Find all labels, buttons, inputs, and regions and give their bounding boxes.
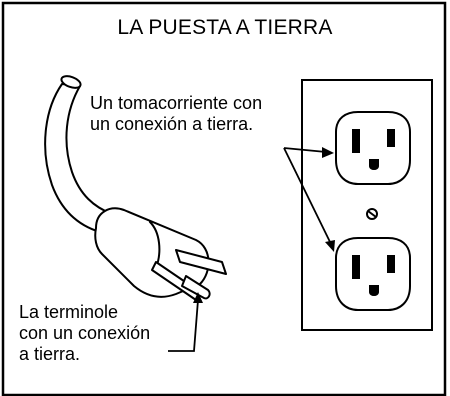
ground-hole-top bbox=[369, 159, 379, 170]
plug-label-line-3: a tierra. bbox=[19, 344, 81, 364]
plug-ground-pin bbox=[181, 275, 211, 300]
arrow-to-top-receptacle bbox=[283, 147, 327, 153]
plug-label: La terminole con un conexión a tierra. bbox=[19, 302, 150, 365]
slot-right-bottom bbox=[387, 255, 395, 273]
diagram-title: LA PUESTA A TIERRA bbox=[117, 16, 333, 39]
slot-left-bottom bbox=[352, 255, 360, 279]
outlet-receptacle-top bbox=[335, 111, 411, 185]
outlet-label-line-2: un conexión a tierra. bbox=[90, 114, 254, 134]
slot-left-top bbox=[352, 129, 360, 153]
cord-end bbox=[60, 75, 82, 89]
plug-label-line-1: La terminole bbox=[19, 302, 119, 322]
plug-label-line-2: con un conexión bbox=[19, 323, 151, 343]
arrowhead-bottom bbox=[325, 240, 335, 252]
arrow-to-bottom-receptacle bbox=[283, 147, 332, 245]
arrow-to-ground-pin bbox=[168, 299, 199, 352]
outlet-label-line-1: Un tomacorriente con bbox=[90, 93, 263, 113]
outlet-label: Un tomacorriente con un conexión a tierr… bbox=[90, 93, 262, 135]
slot-right-top bbox=[387, 129, 395, 147]
plug-blade-top bbox=[175, 249, 227, 275]
outlet-receptacle-bottom bbox=[335, 237, 411, 311]
ground-hole-bottom bbox=[369, 285, 379, 296]
arrowhead-top bbox=[322, 147, 334, 158]
pointer-arrows bbox=[168, 147, 335, 352]
plug-illustration bbox=[44, 75, 227, 301]
outlet-illustration bbox=[301, 79, 433, 331]
screw-slot bbox=[367, 210, 377, 218]
arrowhead-ground-pin bbox=[193, 292, 203, 303]
